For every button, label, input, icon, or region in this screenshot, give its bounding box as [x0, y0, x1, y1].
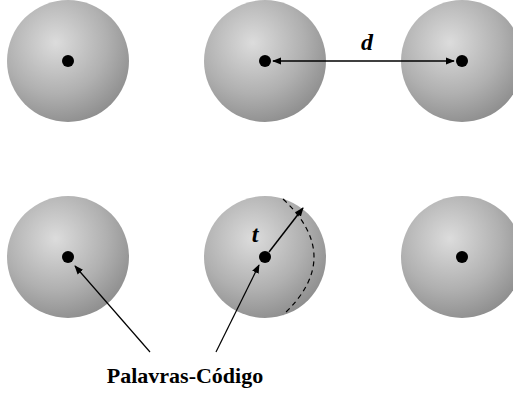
- caption-label: Palavras-Código: [107, 365, 263, 387]
- leader-line: [75, 266, 150, 352]
- radius-arrow: [269, 208, 303, 252]
- distance-arrow: [273, 60, 454, 62]
- distance-label: d: [361, 30, 373, 54]
- spheres: [7, 0, 513, 318]
- dashed-arc: [283, 199, 314, 315]
- radius-label: t: [252, 222, 259, 246]
- codeword-dots: [62, 55, 468, 263]
- leader-line: [216, 265, 259, 352]
